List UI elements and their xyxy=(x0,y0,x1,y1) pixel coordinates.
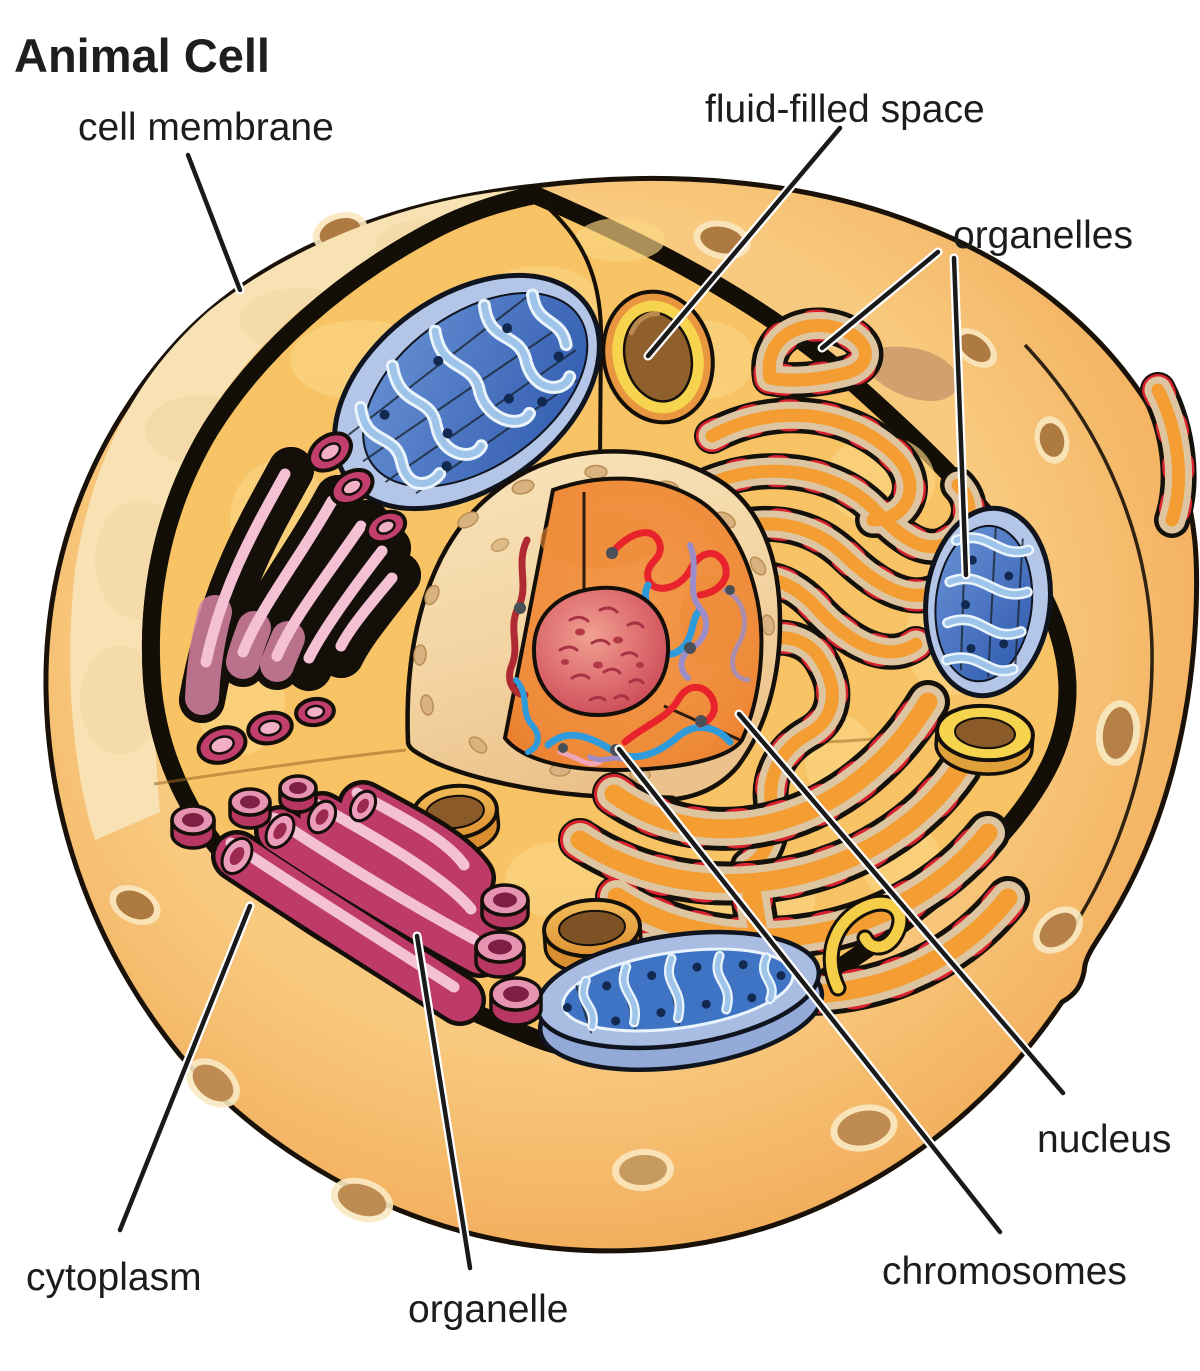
label-cell-membrane: cell membrane xyxy=(78,106,334,149)
golgi-end-caps xyxy=(220,789,378,876)
fluid-filled-space-line xyxy=(645,125,843,359)
golgi-upper xyxy=(179,447,421,723)
mitochondrion-bottom xyxy=(534,929,825,1072)
cytoplasm-line xyxy=(117,903,253,1233)
label-fluid-filled-space: fluid-filled space xyxy=(705,88,985,131)
floor-horizon-left xyxy=(153,748,407,786)
membrane-infold-fill xyxy=(825,897,906,994)
chromosomes-line xyxy=(616,746,1003,1235)
chromosomes xyxy=(506,529,751,767)
organelles-line-2 xyxy=(951,255,969,578)
label-cytoplasm: cytoplasm xyxy=(26,1256,202,1299)
label-organelles: organelles xyxy=(953,214,1133,257)
rough-er-upper xyxy=(682,307,1197,884)
golgi-lower xyxy=(211,780,506,1026)
vacuole-yellow-ring xyxy=(934,703,1035,776)
mitochondrion-top-left xyxy=(332,272,602,512)
cell-membrane-line xyxy=(185,152,243,293)
nucleus xyxy=(405,449,783,803)
label-organelle: organelle xyxy=(408,1288,568,1331)
outer-rim-arc xyxy=(1023,343,1154,946)
golgi-upper-vesicles xyxy=(196,431,408,765)
fluid-filled-vesicle xyxy=(601,289,715,425)
nucleolus xyxy=(531,585,671,718)
page-title: Animal Cell xyxy=(14,29,270,82)
golgi-lower-vesicles xyxy=(170,774,543,1027)
nucleus-line xyxy=(736,711,1066,1096)
leader-lines xyxy=(115,123,1068,1273)
organelle-line xyxy=(414,933,473,1271)
rough-er-lower xyxy=(558,680,1030,1017)
organelles-line-1 xyxy=(819,249,941,351)
cut-corner-line xyxy=(543,203,604,459)
label-nucleus: nucleus xyxy=(1037,1118,1171,1161)
label-chromosomes: chromosomes xyxy=(882,1250,1127,1293)
